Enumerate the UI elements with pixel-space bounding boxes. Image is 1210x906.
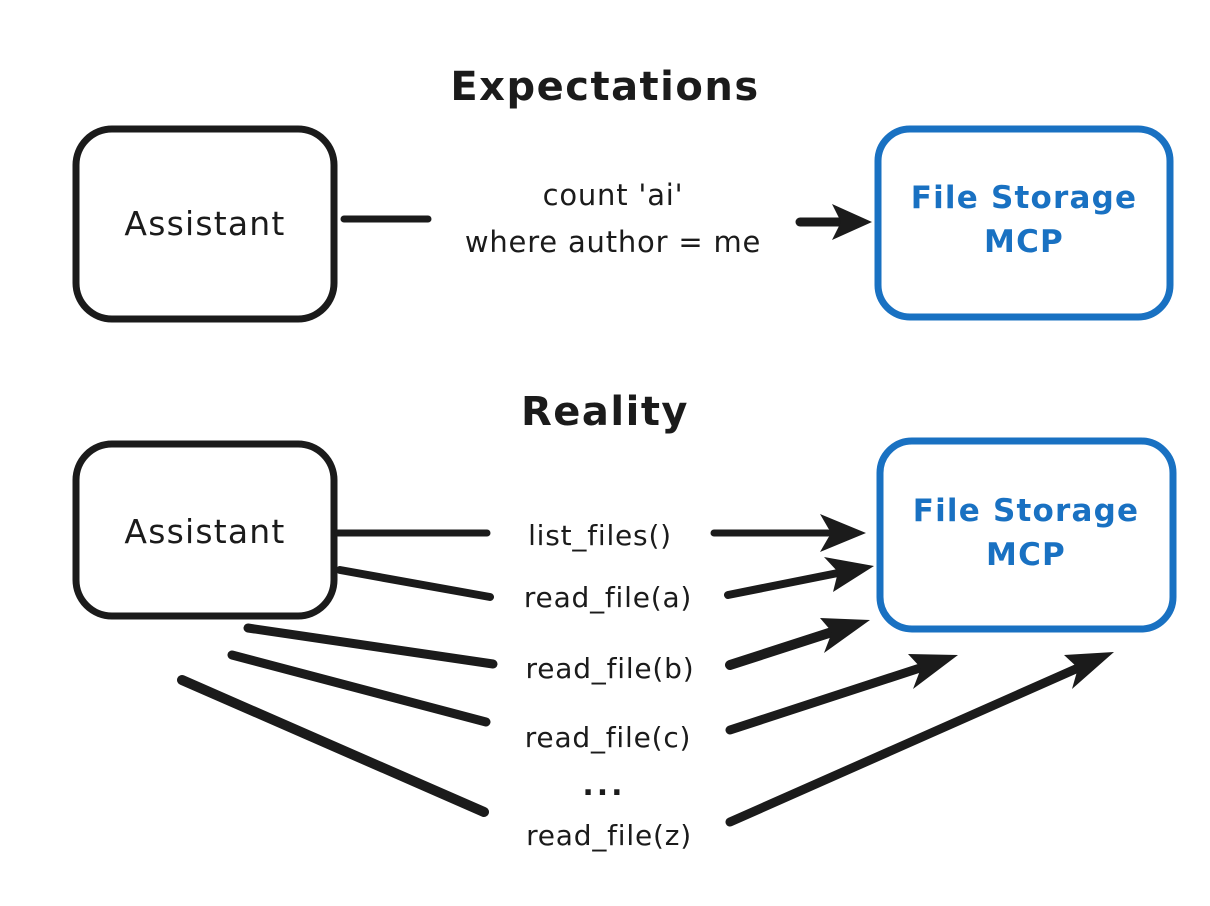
expectations-edge-label-line2: where author = me [465, 225, 761, 259]
reality-call-4-label: ... [582, 768, 625, 803]
reality-call-0-label: list_files() [528, 519, 672, 552]
expectations-mcp-box[interactable] [874, 125, 1174, 321]
reality-call-3-arrow-head-icon [908, 654, 958, 689]
expectations-section-title: Expectations [450, 64, 759, 110]
expectations-assistant-label: Assistant [124, 204, 285, 243]
reality-call-1-label: read_file(a) [524, 581, 692, 614]
reality-call-0-arrow-head-icon [820, 514, 866, 552]
reality-call-1-line-left [336, 566, 494, 601]
expectations-mcp-label-line1: File Storage [911, 180, 1138, 216]
reality-call-1-arrow-head-icon [824, 557, 874, 592]
reality-mcp-label-line2: MCP [986, 537, 1066, 573]
reality-assistant-box[interactable] [72, 440, 338, 620]
reality-call-5-arrow-head-icon [1064, 652, 1114, 689]
expectations-assistant-box[interactable] [72, 125, 338, 323]
reality-call-5-label: read_file(z) [526, 819, 692, 852]
reality-call-2-arrow-head-icon [820, 618, 870, 653]
reality-call-3-line-left [227, 650, 491, 727]
reality-section-title: Reality [521, 389, 689, 435]
reality-call-2-line-left [243, 623, 498, 669]
reality-assistant-label: Assistant [124, 512, 285, 551]
reality-call-2-line-right [725, 627, 837, 670]
reality-call-2-label: read_file(b) [526, 652, 695, 685]
reality-call-3-label: read_file(c) [525, 721, 692, 754]
reality-mcp-label-line1: File Storage [913, 493, 1140, 529]
reality-call-5-line-right [725, 663, 1083, 827]
reality-call-5-line-left [177, 675, 489, 817]
reality-call-1-line-right [724, 569, 842, 599]
expectations-arrow-head-icon [832, 204, 872, 240]
reality-call-3-line-right [725, 663, 925, 735]
expectations-edge-label-line1: count 'ai' [543, 178, 684, 212]
reality-mcp-box[interactable] [876, 437, 1177, 633]
expectations-mcp-label-line2: MCP [984, 224, 1064, 260]
